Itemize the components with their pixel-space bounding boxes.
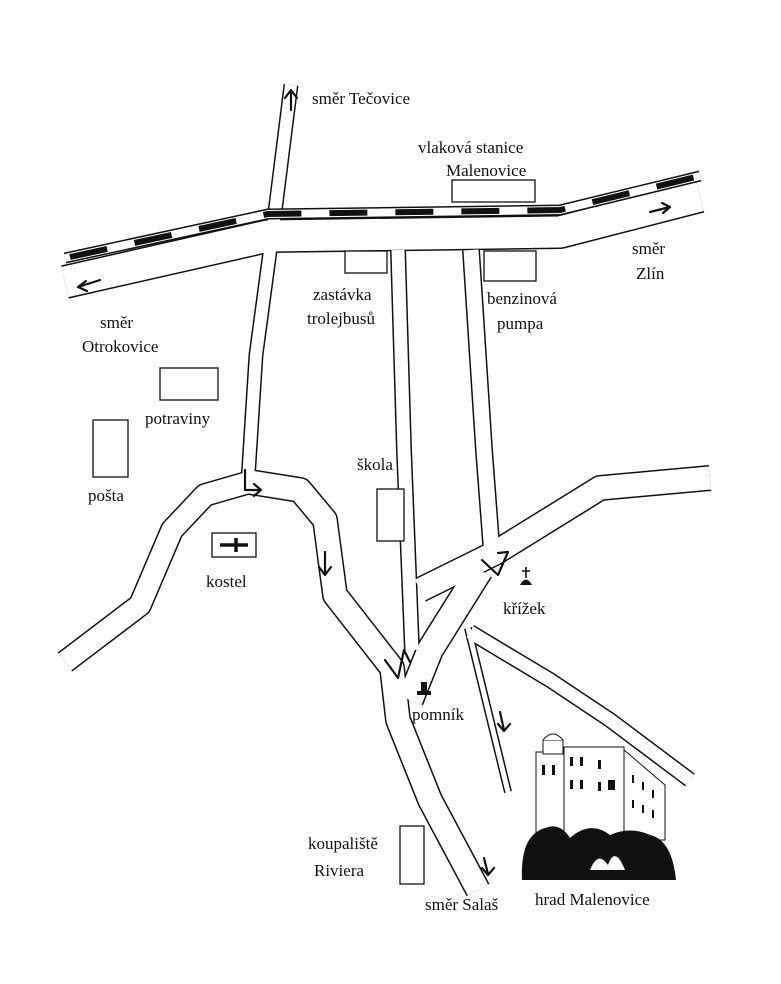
turn-arrow-icon: [243, 468, 263, 498]
wayside-cross-icon: [520, 567, 532, 585]
label-petrol-station: benzinová: [487, 289, 557, 308]
label-grocery: potraviny: [145, 409, 211, 428]
arrow-down-icon: [317, 550, 333, 577]
petrol-station-building: [483, 250, 537, 282]
turn-arrow-icon: [480, 550, 510, 577]
label-station: vlaková stanice: [418, 138, 523, 157]
label-zlin: Zlín: [636, 264, 665, 283]
label-tecovice: směr Tečovice: [312, 89, 410, 108]
train-station-building: [451, 179, 536, 203]
label-petrol-station: pumpa: [497, 314, 544, 333]
turn-arrow-icon: [383, 648, 412, 680]
label-otrokovice: Otrokovice: [82, 337, 158, 356]
castle-illustration: [521, 733, 676, 880]
label-station: Malenovice: [446, 161, 526, 180]
trolleybus-stop-building: [344, 250, 388, 274]
monument-icon: [417, 682, 431, 695]
label-wayside-cross: křížek: [503, 599, 546, 618]
swimming-pool-building: [399, 825, 425, 885]
label-salas: směr Salaš: [425, 895, 499, 914]
church-building: [211, 532, 257, 558]
arrow-down-icon: [496, 710, 512, 733]
label-monument: pomník: [412, 705, 464, 724]
label-castle: hrad Malenovice: [535, 890, 650, 909]
grocery-building: [159, 367, 219, 401]
cross-icon: [220, 538, 248, 552]
arrow-down-icon: [480, 856, 496, 877]
label-school: škola: [357, 455, 393, 474]
label-church: kostel: [206, 572, 247, 591]
label-trolleybus-stop: zastávka: [313, 285, 372, 304]
label-post-office: pošta: [88, 486, 124, 505]
post-office-building: [92, 419, 129, 478]
map-labels: směr Tečovice vlaková stanice Malenovice…: [82, 89, 665, 914]
arrow-right-icon: [648, 201, 672, 215]
label-swimming-pool: Riviera: [314, 861, 364, 880]
school-building: [376, 488, 405, 542]
label-trolleybus-stop: trolejbusů: [307, 309, 375, 328]
label-otrokovice: směr: [100, 313, 133, 332]
arrow-up-icon: [283, 88, 299, 112]
arrow-left-icon: [76, 278, 102, 293]
railway: [63, 170, 702, 264]
label-zlin: směr: [632, 239, 665, 258]
label-swimming-pool: koupaliště: [308, 834, 378, 853]
